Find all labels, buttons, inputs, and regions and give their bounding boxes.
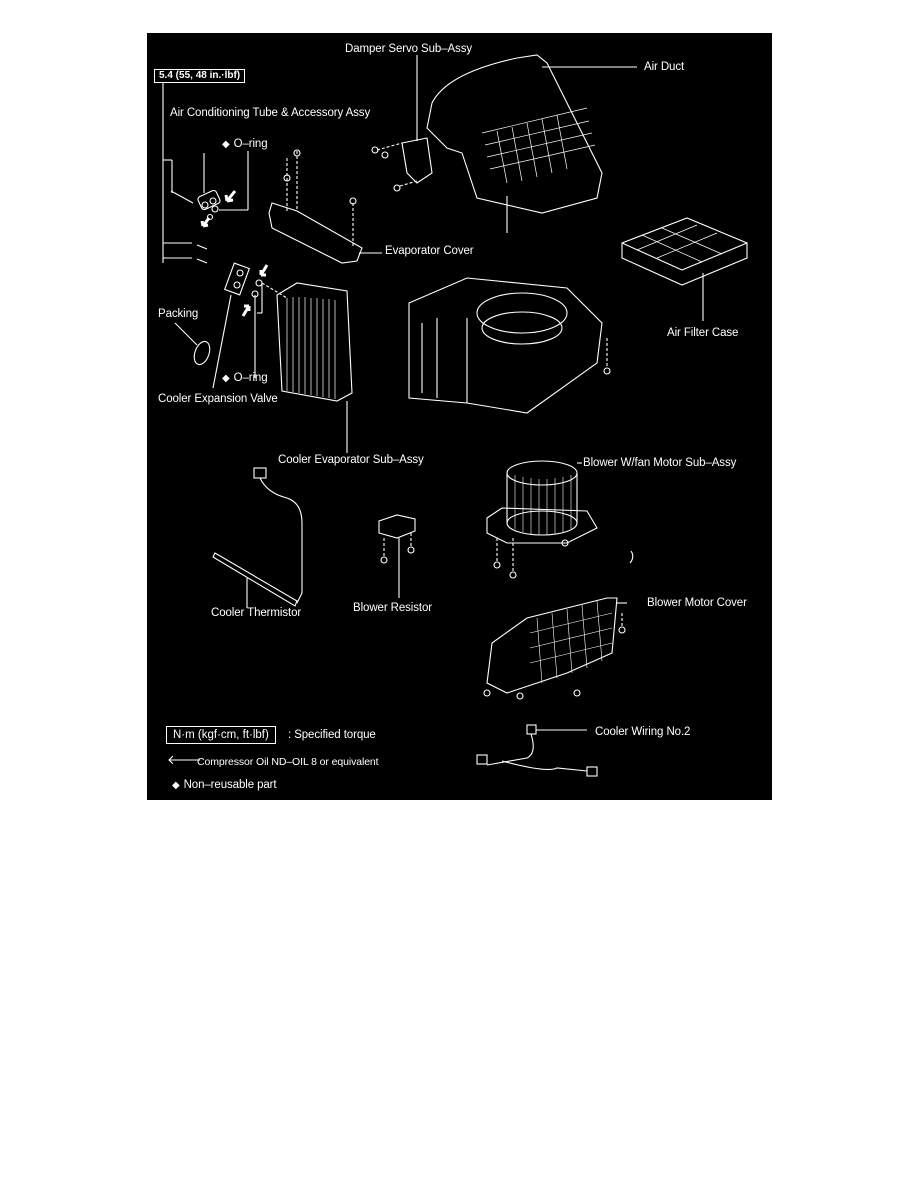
parts-line-art — [162, 54, 748, 777]
label-air-filter-case: Air Filter Case — [667, 327, 739, 339]
packing-drawing — [174, 322, 211, 366]
thermistor-drawing — [212, 467, 303, 608]
legend-torque-unit: N·m (kgf·cm, ft·lbf) — [166, 726, 276, 744]
label-o-ring-bottom: ◆O–ring — [222, 372, 268, 384]
label-o-ring-top: ◆O–ring — [222, 138, 268, 150]
legend-oil-desc: Compressor Oil ND–OIL 8 or equivalent — [197, 756, 379, 768]
ac-tube-drawing — [170, 151, 249, 264]
label-thermistor: Cooler Thermistor — [211, 607, 302, 619]
label-packing: Packing — [158, 308, 199, 320]
air-filter-case-drawing — [621, 217, 748, 321]
label-blower-resistor: Blower Resistor — [353, 602, 433, 614]
evaporator-cover-drawing — [268, 149, 382, 264]
legend-torque-desc: : Specified torque — [288, 729, 376, 741]
diamond-icon: ◆ — [222, 373, 230, 384]
evaporator-drawing — [276, 282, 353, 453]
label-blower-motor: Blower W/fan Motor Sub–Assy — [583, 457, 737, 469]
blower-motor-drawing — [486, 460, 634, 579]
expansion-valve-drawing — [212, 262, 288, 389]
legend-non-reusable: ◆Non–reusable part — [172, 779, 277, 791]
cooler-wiring-drawing — [476, 724, 598, 777]
exploded-parts-diagram: 5.4 (55, 48 in.·lbf) Damper Servo Sub–As… — [147, 33, 772, 800]
label-evaporator-cover: Evaporator Cover — [385, 245, 474, 257]
label-damper-servo: Damper Servo Sub–Assy — [345, 43, 473, 55]
label-ac-tube: Air Conditioning Tube & Accessory Assy — [170, 107, 371, 119]
label-expansion-valve: Cooler Expansion Valve — [158, 393, 278, 405]
label-air-duct: Air Duct — [644, 61, 685, 73]
torque-leader-lines — [162, 83, 192, 263]
blower-resistor-drawing — [378, 514, 416, 598]
label-blower-motor-cover: Blower Motor Cover — [647, 597, 747, 609]
diamond-icon: ◆ — [222, 139, 230, 150]
damper-servo-drawing — [371, 55, 433, 192]
diamond-icon: ◆ — [172, 780, 180, 791]
label-evaporator: Cooler Evaporator Sub–Assy — [278, 454, 424, 466]
blower-motor-cover-drawing — [483, 597, 627, 700]
air-duct-drawing — [426, 54, 637, 233]
label-cooler-wiring: Cooler Wiring No.2 — [595, 726, 691, 738]
arrow-left-icon: 🡐 — [167, 752, 202, 767]
torque-spec-box: 5.4 (55, 48 in.·lbf) — [154, 69, 246, 83]
blower-housing-drawing — [408, 277, 611, 414]
